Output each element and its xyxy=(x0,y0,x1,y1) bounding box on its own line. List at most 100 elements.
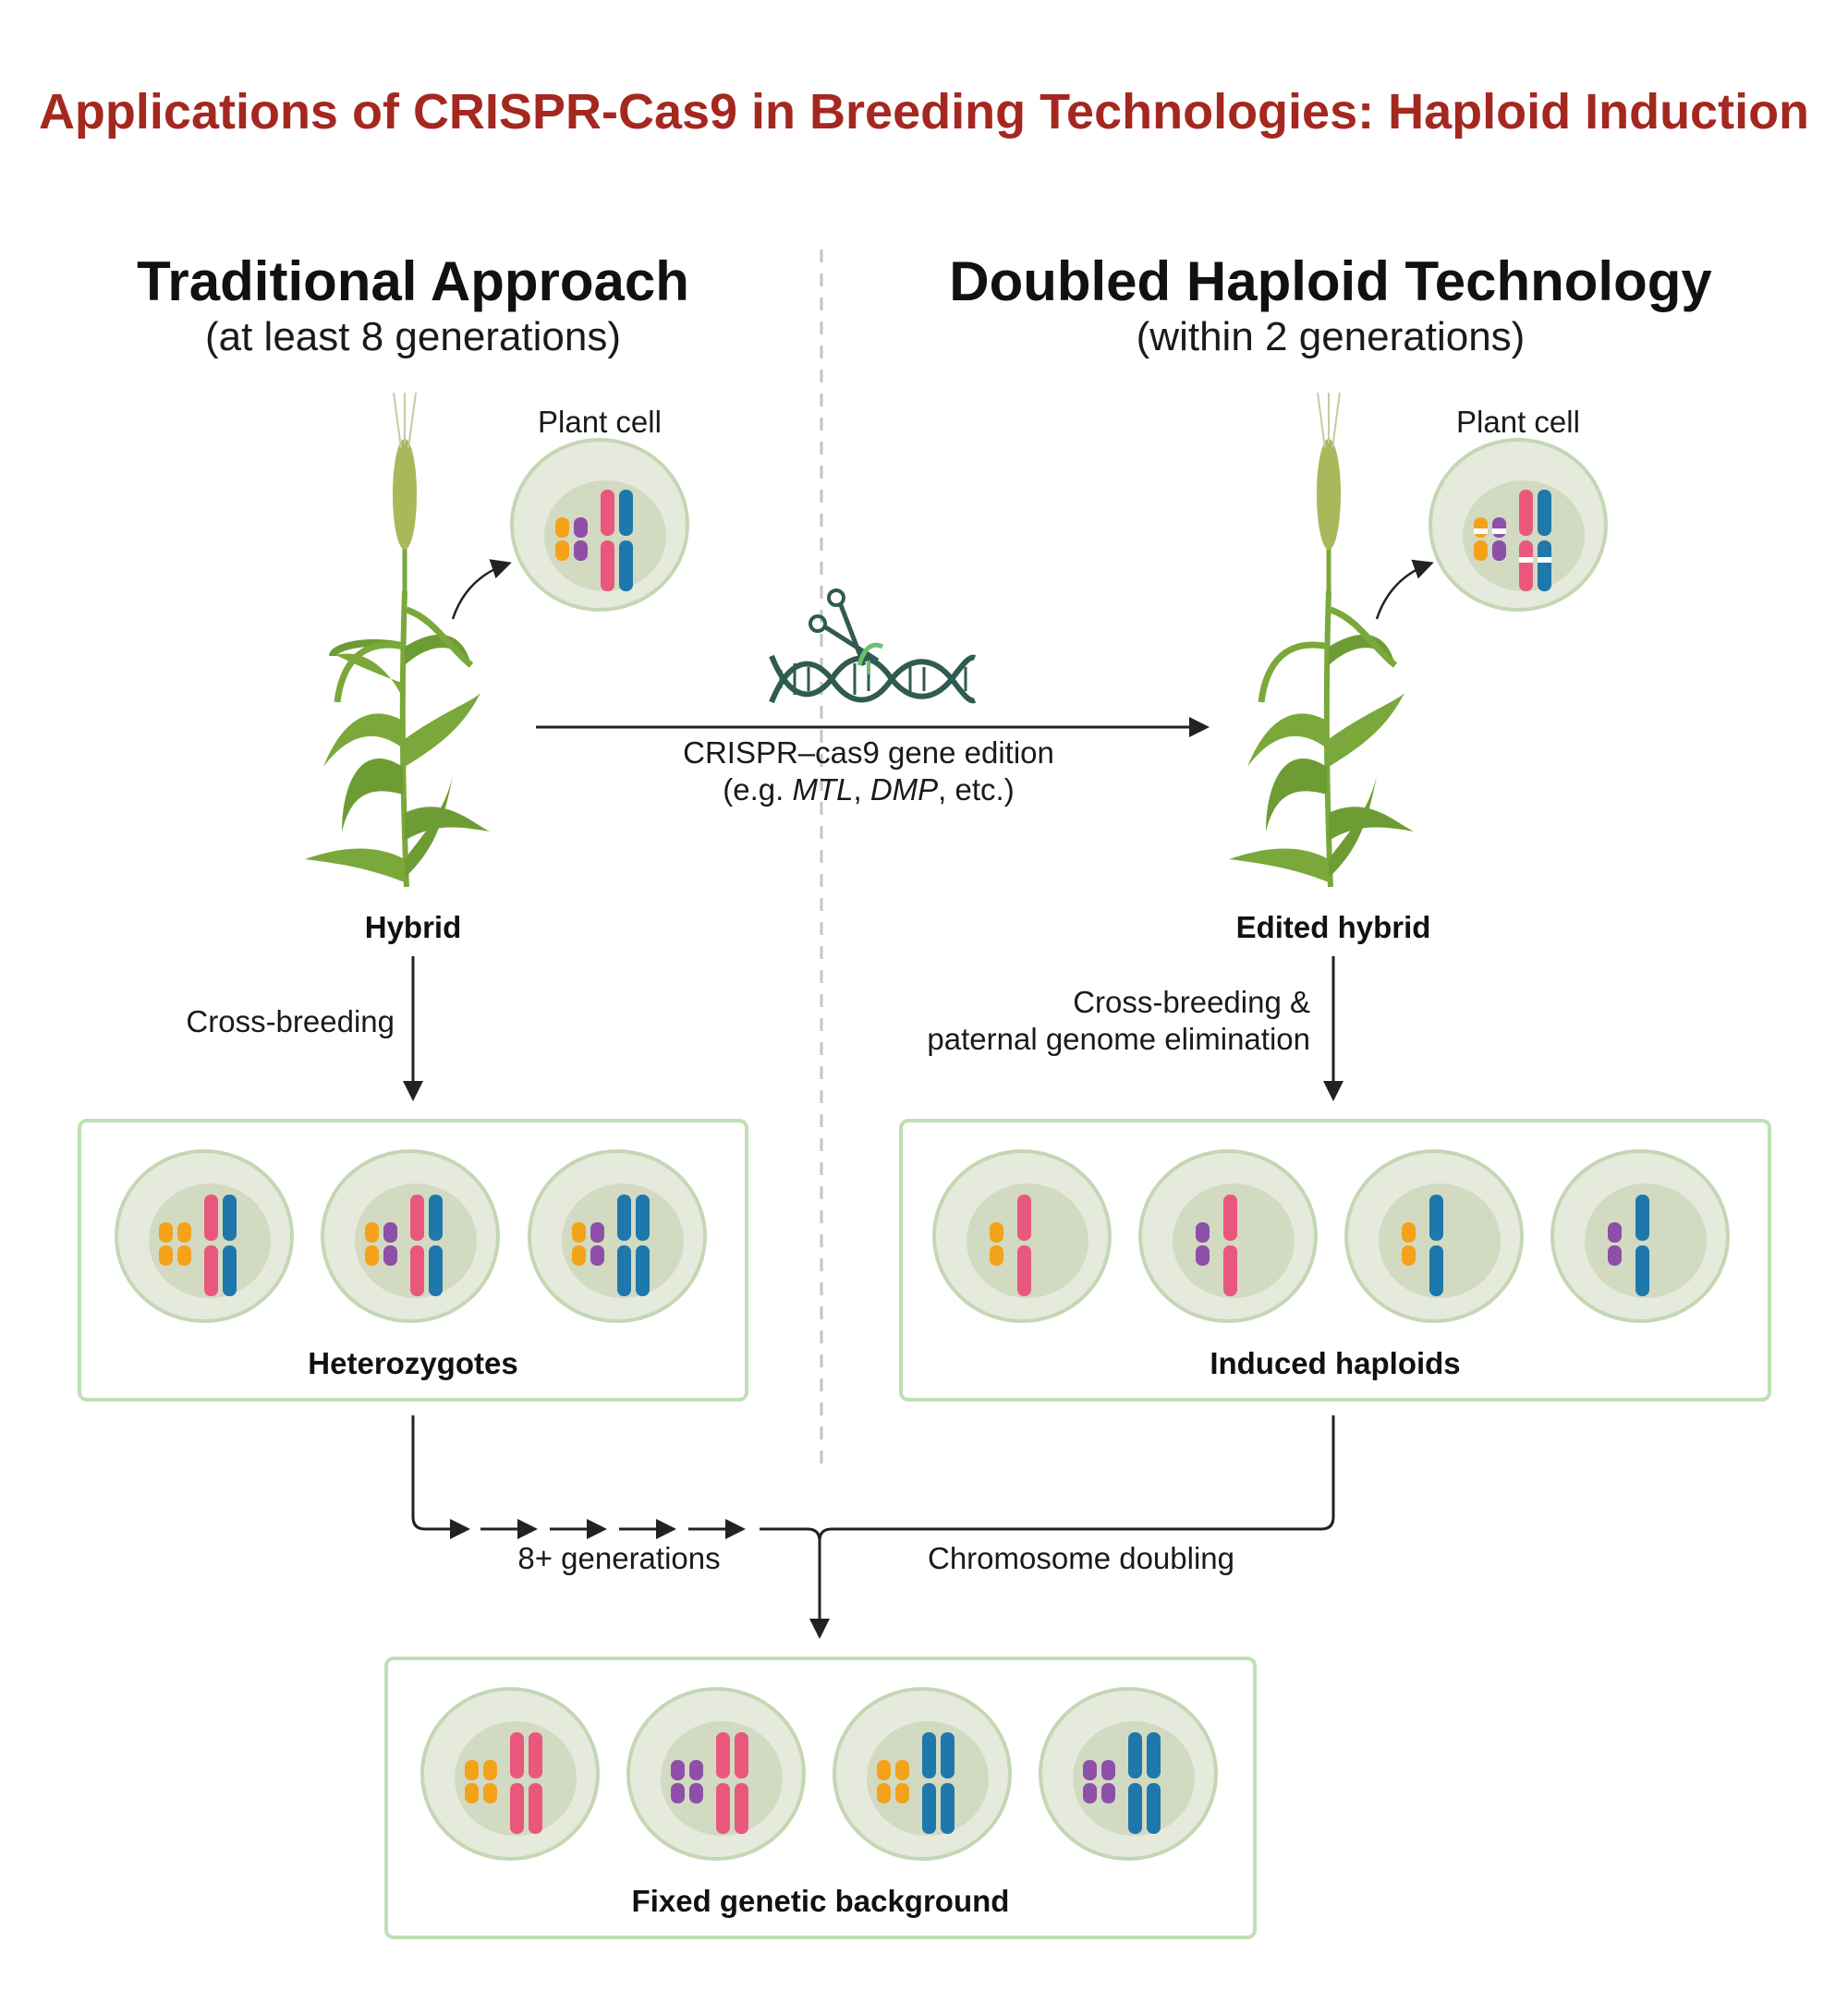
chromosome-icon xyxy=(410,1195,424,1241)
chromosome-icon xyxy=(1147,1783,1161,1834)
wheat-plant-icon xyxy=(1229,392,1414,888)
plant-cell-label: Plant cell xyxy=(1456,405,1580,439)
chromosome-icon xyxy=(410,1245,424,1296)
chromosome-icon xyxy=(383,1222,397,1243)
right-subheading: (within 2 generations) xyxy=(1136,314,1526,359)
plant-to-cell-arrow xyxy=(451,559,512,620)
chromosome-icon xyxy=(716,1732,730,1778)
chromosome-icon xyxy=(990,1222,1003,1243)
fixed-background-label: Fixed genetic background xyxy=(631,1884,1010,1918)
chromosome-icon xyxy=(465,1783,479,1803)
chromosome-icon xyxy=(429,1195,443,1241)
chromosome-icon xyxy=(735,1732,748,1778)
chromosome-icon xyxy=(1402,1245,1416,1266)
generations-flow-line xyxy=(411,1415,470,1539)
left-heading: Traditional Approach xyxy=(137,250,689,312)
chromosome-icon xyxy=(617,1245,631,1296)
cell-icon xyxy=(321,1149,500,1323)
chromosome-icon xyxy=(941,1783,954,1834)
chromosome-icon xyxy=(159,1245,173,1266)
fixed-background-box xyxy=(384,1657,1257,1939)
right-heading: Doubled Haploid Technology xyxy=(949,250,1712,312)
chromosome-icon xyxy=(922,1783,936,1834)
cell-icon xyxy=(528,1149,707,1323)
page-title: Applications of CRISPR-Cas9 in Breeding … xyxy=(38,84,1810,140)
heterozygotes-label: Heterozygotes xyxy=(308,1346,518,1380)
chromosome-icon xyxy=(671,1783,685,1803)
chromosome-doubling-label: Chromosome doubling xyxy=(927,1541,1234,1575)
chromosome-icon xyxy=(365,1222,379,1243)
induced-haploids-box xyxy=(899,1119,1771,1402)
dna-helix-icon xyxy=(769,642,977,704)
chromosome-icon xyxy=(1402,1222,1416,1243)
chromosome-icon xyxy=(895,1783,909,1803)
induced-haploids-label: Induced haploids xyxy=(1210,1346,1461,1380)
cell-icon xyxy=(932,1149,1112,1323)
chromosome-icon xyxy=(735,1783,748,1834)
chromosome-icon xyxy=(689,1783,703,1803)
chromosome-icon xyxy=(1196,1245,1210,1266)
chromosome-icon xyxy=(689,1760,703,1780)
chromosome-icon xyxy=(177,1222,191,1243)
chromosome-icon xyxy=(1223,1245,1237,1296)
chromosome-icon xyxy=(159,1222,173,1243)
generations-merge-line xyxy=(760,1527,821,1542)
chromosome-icon xyxy=(1017,1195,1031,1241)
plant-cell-label: Plant cell xyxy=(538,405,662,439)
chromosome-icon xyxy=(365,1245,379,1266)
chromosome-icon xyxy=(204,1195,218,1241)
cross-breeding-elimination-line1: Cross-breeding & xyxy=(1073,985,1310,1019)
chromosome-icon xyxy=(1101,1783,1115,1803)
chromosome-icon xyxy=(877,1783,891,1803)
plant-to-cell-arrow xyxy=(1375,559,1434,620)
chromosome-icon xyxy=(1608,1245,1622,1266)
chromosome-icon xyxy=(572,1222,586,1243)
chromosome-icon xyxy=(529,1732,542,1778)
gene-mtl: MTL xyxy=(792,772,854,807)
chromosome-icon xyxy=(636,1195,650,1241)
chromosome-icon xyxy=(1223,1195,1237,1241)
chromosome-icon xyxy=(1429,1245,1443,1296)
cell-icon xyxy=(833,1687,1012,1861)
chromosome-icon xyxy=(1429,1195,1443,1241)
chromosome-icon xyxy=(1101,1760,1115,1780)
chromosome-icon xyxy=(617,1195,631,1241)
chromosome-icon xyxy=(716,1783,730,1834)
crispr-label-line2: (e.g. MTL, DMP, etc.) xyxy=(723,772,1015,807)
left-subheading: (at least 8 generations) xyxy=(204,314,622,359)
chromosome-icon xyxy=(590,1245,604,1266)
crispr-label-line1: CRISPR–cas9 gene edition xyxy=(683,735,1054,770)
chromosome-icon xyxy=(529,1783,542,1834)
cross-breeding-label: Cross-breeding xyxy=(186,1004,395,1038)
chromosome-icon xyxy=(383,1245,397,1266)
chromosome-icon xyxy=(877,1760,891,1780)
chromosome-icon xyxy=(510,1783,524,1834)
cell-icon xyxy=(1550,1149,1730,1323)
chromosome-icon xyxy=(895,1760,909,1780)
cell-icon xyxy=(115,1149,294,1323)
cell-icon xyxy=(510,438,689,612)
cross-breeding-elimination-line2: paternal genome elimination xyxy=(927,1022,1310,1056)
cell-icon xyxy=(1138,1149,1318,1323)
cell-icon xyxy=(1429,438,1608,612)
scissors-icon xyxy=(808,589,880,666)
chromosome-icon xyxy=(1083,1760,1097,1780)
cell-icon xyxy=(420,1687,600,1861)
chromosome-icon xyxy=(1635,1245,1649,1296)
cell-icon xyxy=(1039,1687,1218,1861)
chromosome-icon xyxy=(1196,1222,1210,1243)
chromosome-icon xyxy=(223,1245,237,1296)
chromosome-icon xyxy=(223,1195,237,1241)
hybrid-label: Hybrid xyxy=(364,910,462,944)
chromosome-icon xyxy=(990,1245,1003,1266)
gene-dmp: DMP xyxy=(869,772,939,807)
chromosome-icon xyxy=(483,1760,497,1780)
chromosome-icon xyxy=(1128,1732,1142,1778)
chromosome-icon xyxy=(483,1783,497,1803)
chromosome-icon xyxy=(429,1245,443,1296)
chromosome-icon xyxy=(177,1245,191,1266)
chromosome-icon xyxy=(941,1732,954,1778)
doubling-flow-line xyxy=(809,1415,1335,1639)
chromosome-icon xyxy=(922,1732,936,1778)
generations-label: 8+ generations xyxy=(517,1541,721,1575)
